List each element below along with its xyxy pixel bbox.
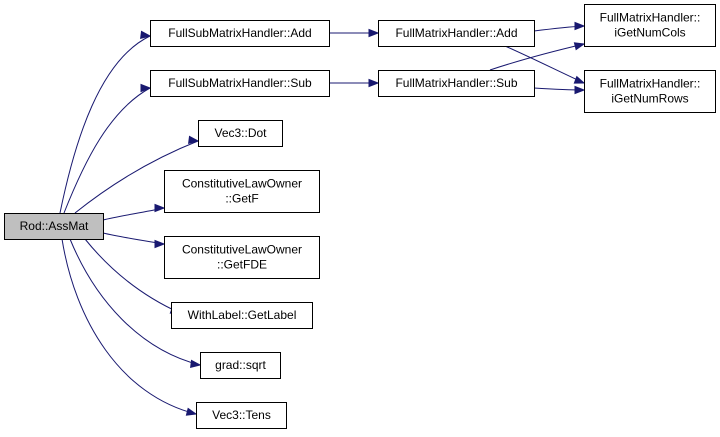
node-box <box>200 352 281 379</box>
call-edge-fsm_add-to-fm_add <box>329 28 380 38</box>
node-box <box>584 70 716 113</box>
arrowhead <box>368 28 380 38</box>
node-box <box>196 402 287 429</box>
node-label: FullSubMatrixHandler::Add <box>168 26 311 40</box>
node-label: ConstitutiveLawOwner <box>182 243 302 257</box>
node-label: ConstitutiveLawOwner <box>182 177 302 191</box>
node-clo-getfde[interactable]: ConstitutiveLawOwner::GetFDE <box>164 236 320 279</box>
node-box <box>164 236 320 279</box>
node-label: Vec3::Dot <box>214 126 267 140</box>
arrowhead <box>574 21 586 31</box>
arrowhead <box>574 85 586 95</box>
call-edge-fm_add-to-fm_rows <box>504 45 586 84</box>
node-label: iGetNumCols <box>614 26 685 40</box>
arrowhead <box>154 239 166 249</box>
call-edges <box>59 21 586 416</box>
edge-line <box>61 238 197 415</box>
node-label: FullMatrixHandler::Add <box>395 26 517 40</box>
call-nodes: Rod::AssMatFullSubMatrixHandler::AddFull… <box>4 4 716 429</box>
edge-line <box>489 43 585 71</box>
node-fsm-add[interactable]: FullSubMatrixHandler::Add <box>150 20 330 47</box>
arrowhead <box>154 203 166 213</box>
node-vec3-tens[interactable]: Vec3::Tens <box>196 402 287 429</box>
node-fm-add[interactable]: FullMatrixHandler::Add <box>378 20 535 47</box>
call-edge-fm_sub-to-fm_rows <box>533 85 586 95</box>
edge-line <box>74 140 199 214</box>
node-label: FullMatrixHandler::Sub <box>395 76 517 90</box>
arrowhead <box>188 135 200 145</box>
node-fm-sub[interactable]: FullMatrixHandler::Sub <box>378 70 535 97</box>
node-label: WithLabel::GetLabel <box>188 308 297 322</box>
edge-line <box>59 35 151 214</box>
node-label: FullSubMatrixHandler::Sub <box>168 76 312 90</box>
call-edge-fm_sub-to-fm_cols <box>489 42 586 71</box>
arrowhead <box>140 83 152 93</box>
arrowhead <box>368 78 380 88</box>
call-edge-fm_add-to-fm_cols <box>533 21 586 32</box>
call-edge-root-to-grad_sqrt <box>69 238 202 369</box>
node-fm-rows[interactable]: FullMatrixHandler::iGetNumRows <box>584 70 716 113</box>
node-box <box>150 70 330 97</box>
call-edge-fsm_sub-to-fm_sub <box>329 78 380 88</box>
edge-line <box>63 87 151 214</box>
node-box <box>164 170 320 213</box>
node-root[interactable]: Rod::AssMat <box>4 213 104 240</box>
node-box <box>198 120 283 147</box>
node-label: grad::sqrt <box>215 358 266 372</box>
node-label: ::GetFDE <box>217 258 267 272</box>
call-edge-root-to-fsm_add <box>59 30 152 214</box>
node-label: Vec3::Tens <box>212 408 271 422</box>
call-edge-root-to-vec3_dot <box>74 135 200 214</box>
node-box <box>171 302 313 329</box>
arrowhead <box>190 359 202 369</box>
node-fm-cols[interactable]: FullMatrixHandler::iGetNumCols <box>584 4 716 47</box>
node-box <box>378 70 535 97</box>
call-edge-root-to-fsm_sub <box>63 83 152 214</box>
node-box <box>378 20 535 47</box>
node-label: FullMatrixHandler:: <box>600 11 701 25</box>
node-grad-sqrt[interactable]: grad::sqrt <box>200 352 281 379</box>
node-box <box>4 213 104 240</box>
call-edge-root-to-clo_getfde <box>102 232 166 249</box>
edge-line <box>84 238 181 314</box>
arrowhead <box>140 30 152 40</box>
node-box <box>584 4 716 47</box>
arrowhead <box>185 407 198 416</box>
arrowhead <box>573 42 586 51</box>
call-edge-root-to-vec3_tens <box>61 238 198 416</box>
edge-line <box>69 238 201 366</box>
node-label: Rod::AssMat <box>20 219 89 233</box>
node-label: FullMatrixHandler:: <box>600 77 701 91</box>
arrowhead <box>573 75 586 84</box>
node-wl-getlabel[interactable]: WithLabel::GetLabel <box>171 302 313 329</box>
node-clo-getf[interactable]: ConstitutiveLawOwner::GetF <box>164 170 320 213</box>
node-fsm-sub[interactable]: FullSubMatrixHandler::Sub <box>150 70 330 97</box>
node-label: ::GetF <box>225 192 258 206</box>
call-edge-root-to-clo_getf <box>102 203 166 221</box>
node-label: iGetNumRows <box>611 92 688 106</box>
node-box <box>150 20 330 47</box>
node-vec3-dot[interactable]: Vec3::Dot <box>198 120 283 147</box>
